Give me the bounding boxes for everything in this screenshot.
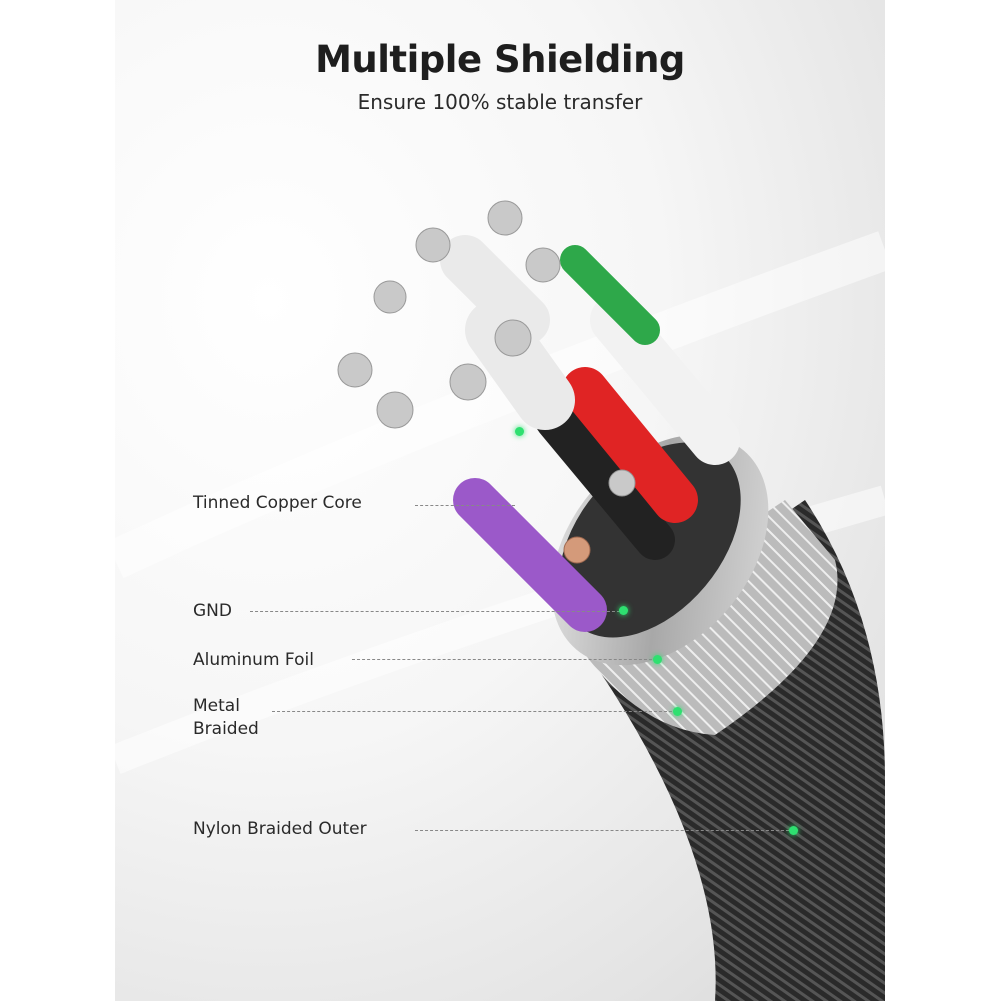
product-image-panel: Multiple Shielding Ensure 100% stable tr… [115, 0, 885, 1001]
callout-leader-line [415, 505, 515, 506]
tinned-copper-strand [376, 391, 414, 429]
callout-dot [515, 427, 524, 436]
callout-leader-line [250, 611, 620, 612]
callout-label-line: Braided [193, 719, 259, 739]
callout-leader-line [352, 659, 652, 660]
callout-dot [673, 707, 682, 716]
callout-label-aluminum-foil: Aluminum Foil [193, 650, 314, 670]
callout-dot [653, 655, 662, 664]
callout-dot [619, 606, 628, 615]
callout-leader-line [415, 830, 789, 831]
page-subtitle: Ensure 100% stable transfer [357, 90, 643, 114]
callout-leader-line [272, 711, 672, 712]
callout-label-metal-braided: Metal Braided [193, 695, 259, 741]
gnd-copper-strand [563, 536, 591, 564]
callout-label-gnd: GND [193, 601, 232, 621]
cable-cross-section-illustration [115, 200, 885, 1001]
callout-dot [789, 826, 798, 835]
page-title: Multiple Shielding [315, 38, 685, 81]
callout-label-line: Metal [193, 696, 240, 716]
callout-label-tinned-copper-core: Tinned Copper Core [193, 493, 362, 513]
callout-label-nylon-braided-outer: Nylon Braided Outer [193, 819, 367, 839]
